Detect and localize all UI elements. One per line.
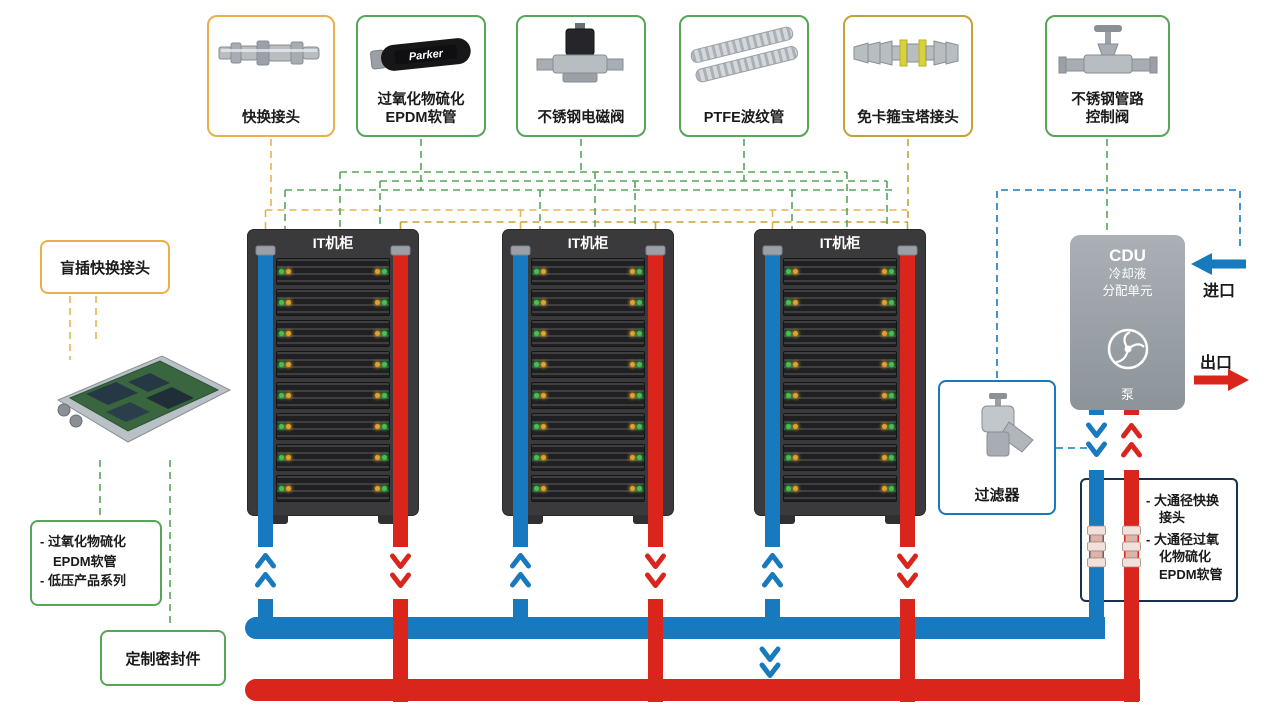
- pump-label: 泵: [1120, 387, 1134, 402]
- server-unit: [276, 289, 390, 316]
- component-label: PTFE波纹管: [703, 110, 785, 127]
- supply-main-pipe-blue: [245, 617, 1105, 639]
- panel-line: 化物硫化: [1159, 549, 1212, 565]
- large-bore-fittings-image: [1087, 525, 1141, 568]
- server-unit: [531, 382, 645, 409]
- filter-box: 过滤器: [938, 380, 1056, 515]
- panel-line: 接头: [1159, 510, 1186, 526]
- component-box-solenoid-valve: 不锈钢电磁阀: [516, 15, 646, 137]
- server-unit: [276, 475, 390, 502]
- server-unit: [531, 444, 645, 471]
- cdu-unit: CDU 冷却液 分配单元 泵: [1070, 235, 1185, 410]
- rack2-supply-pipe: [513, 253, 528, 639]
- server-unit: [276, 320, 390, 347]
- solenoid-valve-image: [523, 22, 639, 84]
- server-unit: [276, 258, 390, 285]
- server-unit: [783, 258, 897, 285]
- server-unit: [531, 320, 645, 347]
- server-unit: [276, 413, 390, 440]
- server-unit: [531, 289, 645, 316]
- barb-fitting-image: [850, 22, 966, 84]
- server-unit: [276, 351, 390, 378]
- server-unit: [531, 413, 645, 440]
- rack1-return-pipe: [393, 253, 408, 702]
- cdu-name: CDU: [1109, 246, 1146, 265]
- inlet-label: 进口: [1203, 283, 1236, 300]
- server-unit: [783, 444, 897, 471]
- epdm-hose-image: Parker: [363, 22, 479, 84]
- component-label: 不锈钢管路控制阀: [1071, 91, 1144, 127]
- epdm-lowpressure-panel: - 过氧化物硫化 EPDM软管 - 低压产品系列: [30, 520, 162, 606]
- led-green: [279, 269, 284, 274]
- blind-mate-label: 盲插快换接头: [59, 259, 150, 277]
- component-label: 免卡箍宝塔接头: [857, 110, 959, 127]
- return-main-pipe-red: [245, 679, 1140, 701]
- component-box-quick-coupling: 快换接头: [207, 15, 335, 137]
- component-box-barb-fitting: 免卡箍宝塔接头: [843, 15, 973, 137]
- rack2-return-pipe: [648, 253, 663, 702]
- rack1-supply-pipe: [258, 253, 273, 639]
- rack3-supply-pipe: [765, 253, 780, 639]
- server-unit: [783, 475, 897, 502]
- server-unit: [531, 351, 645, 378]
- filter-image: [981, 393, 1034, 457]
- ptfe-tube-image: [686, 22, 802, 84]
- server-rows: [783, 258, 897, 502]
- server-unit: [783, 382, 897, 409]
- blind-mate-coupling-box: 盲插快换接头: [40, 240, 170, 294]
- server-unit: [783, 413, 897, 440]
- pump-icon: [1107, 328, 1148, 370]
- component-label: 不锈钢电磁阀: [537, 110, 625, 127]
- server-rows: [276, 258, 390, 502]
- component-label: 快换接头: [242, 110, 300, 127]
- panel-line: - 过氧化物硫化: [40, 534, 126, 549]
- panel-line: - 低压产品系列: [40, 573, 126, 588]
- quick-coupling-image: [213, 22, 329, 84]
- server-rows: [531, 258, 645, 502]
- panel-line: EPDM软管: [1159, 566, 1223, 582]
- server-unit: [531, 475, 645, 502]
- panel-line: - 大通径过氧: [1146, 532, 1219, 548]
- panel-line: - 大通径快换: [1146, 493, 1219, 508]
- led-amber: [286, 269, 291, 274]
- custom-seal-box: 定制密封件: [100, 630, 226, 686]
- large-bore-text: - 大通径快换 接头 - 大通径过氧 化物硫化 EPDM软管: [1146, 492, 1223, 583]
- server-unit: [783, 320, 897, 347]
- server-unit: [276, 444, 390, 471]
- panel-line: EPDM软管: [53, 553, 117, 569]
- server-unit: [783, 351, 897, 378]
- rack3-return-pipe: [900, 253, 915, 702]
- server-unit: [783, 289, 897, 316]
- filter-label: 过滤器: [974, 487, 1020, 504]
- outlet-label: 出口: [1200, 355, 1233, 372]
- control-valve-image: [1050, 22, 1166, 84]
- server-unit: [276, 382, 390, 409]
- hose-brand-text: Parker: [408, 48, 444, 64]
- component-box-ptfe-tube: PTFE波纹管: [679, 15, 809, 137]
- cold-plate-board-image: [56, 355, 232, 443]
- custom-seal-label: 定制密封件: [125, 650, 201, 668]
- cdu-desc-line: 冷却液: [1108, 267, 1147, 281]
- inlet-arrow: [1191, 253, 1246, 275]
- component-box-control-valve: 不锈钢管路控制阀: [1045, 15, 1170, 137]
- server-unit: [531, 258, 645, 285]
- cdu-desc-line: 分配单元: [1102, 283, 1153, 298]
